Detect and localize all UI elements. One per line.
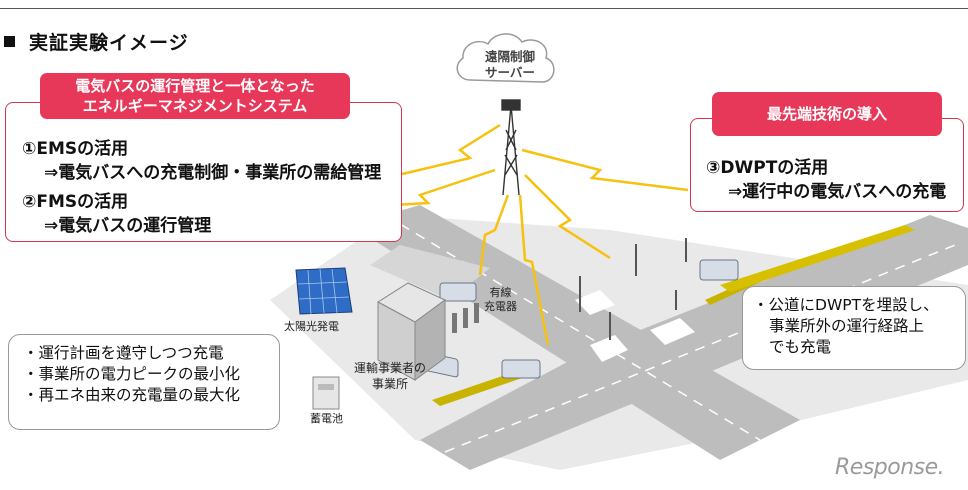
cloud-shape xyxy=(456,33,555,83)
item2-title: ②FMSの活用 xyxy=(22,192,129,212)
depot-bus xyxy=(439,282,477,302)
page-title: 実証実験イメージ xyxy=(4,28,189,55)
battery-label: 蓄電池 xyxy=(310,412,343,425)
charger-label-line2: 充電器 xyxy=(484,300,517,313)
cloud-line1: 遠隔制御 xyxy=(484,49,535,64)
traffic-light xyxy=(579,238,687,340)
page-title-text: 実証実験イメージ xyxy=(29,32,189,54)
office-label-line1: 運輸事業者の xyxy=(354,361,427,375)
right-callout-line1: 公道にDWPTを埋設し、 xyxy=(753,295,951,316)
callout-item: 事業所の電力ピークの最小化 xyxy=(23,364,265,385)
right-callout: 公道にDWPTを埋設し、 事業所外の運行経路上 でも充電 xyxy=(742,286,966,370)
left-panel-header: 電気バスの運行管理と一体となった エネルギーマネジメントシステム xyxy=(40,73,350,119)
top-rule xyxy=(0,8,968,9)
office-label: 運輸事業者の 事業所 xyxy=(354,360,426,392)
left-callout: 運行計画を遵守しつつ充電 事業所の電力ピークの最小化 再エネ由来の充電量の最大化 xyxy=(8,334,280,430)
right-callout-line3: でも充電 xyxy=(769,338,832,356)
solar-label: 太陽光発電 xyxy=(284,320,339,333)
solar-grid xyxy=(297,268,350,315)
callout-item: 再エネ由来の充電量の最大化 xyxy=(23,385,265,406)
office-label-line2: 事業所 xyxy=(372,377,409,391)
crosswalk xyxy=(575,290,695,362)
item1-detail: ⇒電気バスへの充電制御・事業所の需給管理 xyxy=(44,163,382,183)
right-callout-line2: 事業所外の運行経路上 xyxy=(769,317,925,335)
street-bus xyxy=(501,359,541,379)
left-panel xyxy=(5,102,402,242)
callout-item: 運行計画を遵守しつつ充電 xyxy=(23,343,265,364)
item1-title: ①EMSの活用 xyxy=(22,139,129,159)
road-main xyxy=(420,215,968,470)
left-header-line2: エネルギーマネジメントシステム xyxy=(82,97,308,115)
charger-label: 有線 充電器 xyxy=(484,286,517,314)
road-lane-line xyxy=(384,214,761,441)
road-lane-line xyxy=(444,244,956,453)
street-bus xyxy=(699,259,739,281)
right-panel-header: 最先端技術の導入 xyxy=(712,92,942,136)
office-building xyxy=(377,282,446,381)
item3-detail: ⇒運行中の電気バスへの充電 xyxy=(728,182,947,202)
charger-label-line1: 有線 xyxy=(489,286,512,299)
radio-tower xyxy=(501,99,521,196)
dwpt-coil-strip xyxy=(432,225,915,406)
item2-detail: ⇒電気バスの運行管理 xyxy=(44,216,212,236)
item3-title: ③DWPTの活用 xyxy=(706,158,829,178)
solar-panel xyxy=(295,267,353,315)
watermark-logo: Response. xyxy=(835,455,945,480)
battery xyxy=(312,376,340,410)
charger xyxy=(452,303,479,333)
left-header-line1: 電気バスの運行管理と一体となった xyxy=(75,77,315,95)
server-cloud-label: 遠隔制御 サーバー xyxy=(470,49,550,81)
square-bullet-icon xyxy=(4,36,15,47)
cloud-line2: サーバー xyxy=(485,65,535,80)
